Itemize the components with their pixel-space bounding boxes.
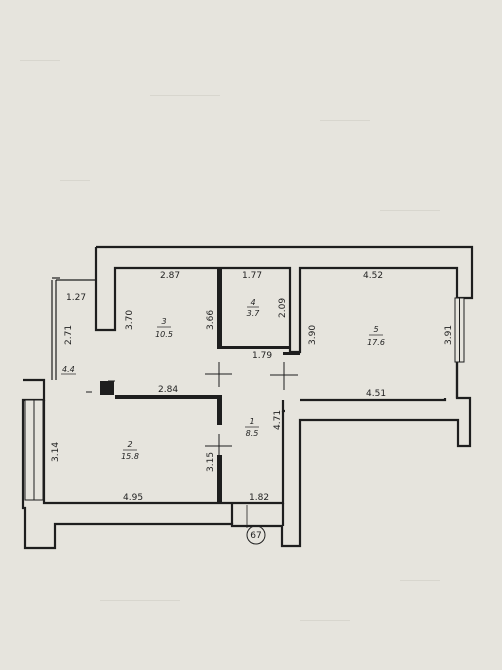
dim-room4-bottom: 1.79 xyxy=(252,351,272,361)
dim-room1-right: 4.71 xyxy=(273,410,283,430)
plan-number: 67 xyxy=(250,531,261,541)
dimension-labels: 2.87 3.70 3.66 2.84 1.77 2.09 1.79 4.52 … xyxy=(51,271,454,503)
room2-area: 15.8 xyxy=(121,452,139,461)
outer-walls xyxy=(21,245,474,550)
room1-number: 1 xyxy=(249,417,254,426)
balcony xyxy=(51,277,96,380)
dim-room1-bottom: 1.82 xyxy=(249,493,269,503)
dim-room2-right: 3.15 xyxy=(206,452,216,472)
room4-area: 3.7 xyxy=(247,309,261,318)
plan-number-circle xyxy=(246,525,266,545)
dim-room3-left: 3.70 xyxy=(125,310,135,330)
room-labels: 3 10.5 4 3.7 5 17.6 2 15.8 1 8.5 4.4 xyxy=(61,298,385,461)
windows xyxy=(24,297,465,501)
dim-balcony-top: 1.27 xyxy=(66,293,86,303)
room5-number: 5 xyxy=(373,325,378,334)
plan-number-marker: 67 xyxy=(246,505,266,545)
dim-room4-right: 2.09 xyxy=(278,298,288,318)
dim-room3-bottom: 2.84 xyxy=(158,385,178,395)
door-markers xyxy=(86,362,298,458)
dim-room2-left: 3.14 xyxy=(51,442,61,462)
dim-room3-right: 3.66 xyxy=(206,310,216,330)
interior-walls xyxy=(100,268,300,503)
dim-room5-right: 3.91 xyxy=(444,325,454,345)
paper-texture xyxy=(20,60,440,621)
room1-area: 8.5 xyxy=(246,429,259,438)
room4-number: 4 xyxy=(250,298,255,307)
room2-number: 2 xyxy=(127,440,132,449)
room3-number: 3 xyxy=(161,317,166,326)
dim-room2-bottom: 4.95 xyxy=(123,493,143,503)
dim-room4-top: 1.77 xyxy=(242,271,262,281)
balcony-area: 4.4 xyxy=(62,365,75,374)
dim-room5-top: 4.52 xyxy=(363,271,383,281)
dim-room3-top: 2.87 xyxy=(160,271,180,281)
dim-balcony-left: 2.71 xyxy=(64,325,74,345)
dim-room5-bottom: 4.51 xyxy=(366,389,386,399)
room5-area: 17.6 xyxy=(367,338,385,347)
room3-area: 10.5 xyxy=(155,330,173,339)
dim-room5-left: 3.90 xyxy=(308,325,318,345)
